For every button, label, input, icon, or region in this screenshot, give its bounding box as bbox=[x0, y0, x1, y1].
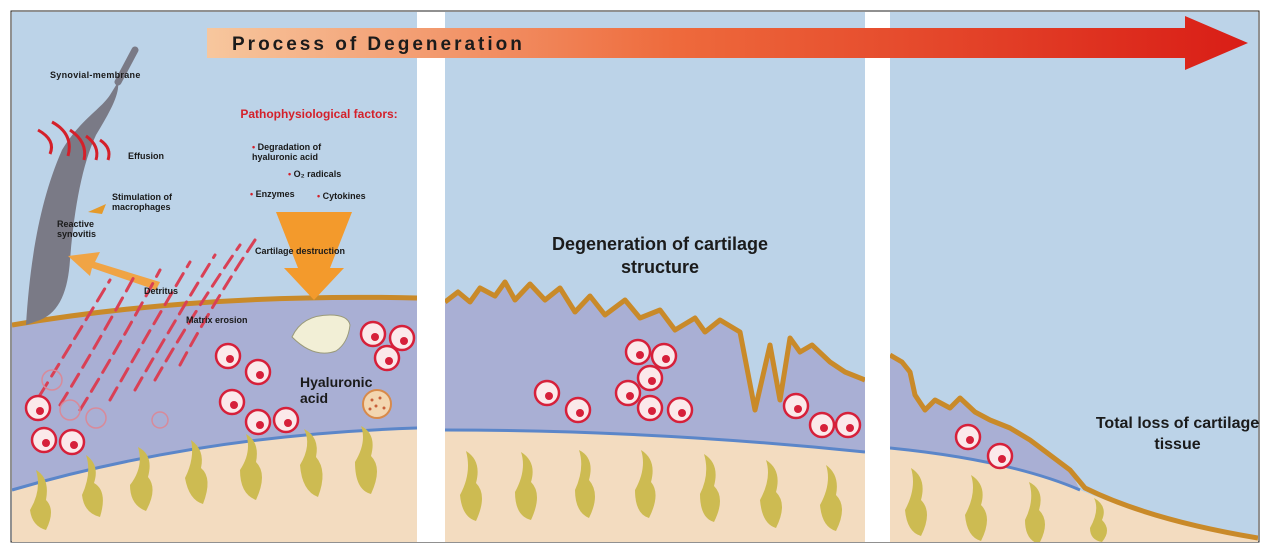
label-reactive-synovitis: Reactive synovitis bbox=[57, 220, 112, 240]
panel-1 bbox=[12, 12, 417, 542]
label-stimulation-macrophages: Stimulation of macrophages bbox=[112, 193, 202, 213]
label-degeneration-structure: Degeneration of cartilage structure bbox=[540, 233, 780, 280]
chondrocyte-nucleus bbox=[256, 421, 264, 429]
factor-cytokines: • Cytokines bbox=[317, 192, 366, 202]
label-matrix-erosion: Matrix erosion bbox=[186, 316, 248, 326]
label-hyaluronic-acid: Hyaluronic acid bbox=[300, 374, 370, 406]
chondrocyte-nucleus bbox=[576, 409, 584, 417]
chondrocyte-nucleus bbox=[230, 401, 238, 409]
chondrocyte-nucleus bbox=[794, 405, 802, 413]
chondrocyte-nucleus bbox=[284, 419, 292, 427]
chondrocyte-nucleus bbox=[998, 455, 1006, 463]
chondrocyte-nucleus bbox=[385, 357, 393, 365]
label-detritus: Detritus bbox=[144, 287, 178, 297]
chondrocyte-nucleus bbox=[36, 407, 44, 415]
label-cartilage-destruction: Cartilage destruction bbox=[255, 247, 345, 257]
chondrocyte-nucleus bbox=[678, 409, 686, 417]
chondrocyte-nucleus bbox=[820, 424, 828, 432]
chondrocyte-nucleus bbox=[966, 436, 974, 444]
chondrocyte-nucleus bbox=[400, 337, 408, 345]
chondrocyte-nucleus bbox=[648, 407, 656, 415]
panel-3 bbox=[890, 12, 1258, 544]
chondrocyte-nucleus bbox=[636, 351, 644, 359]
chondrocyte-nucleus bbox=[662, 355, 670, 363]
label-patho-title: Pathophysiological factors: bbox=[233, 108, 405, 121]
process-title: Process of Degeneration bbox=[232, 34, 525, 56]
chondrocyte-nucleus bbox=[70, 441, 78, 449]
chondrocyte-nucleus bbox=[256, 371, 264, 379]
chondrocyte-nucleus bbox=[545, 392, 553, 400]
separator-2 bbox=[865, 12, 890, 542]
label-synovial-membrane: Synovial-membrane bbox=[50, 71, 141, 81]
chondrocyte-nucleus bbox=[371, 333, 379, 341]
factor-o2-radicals: • O₂ radicals bbox=[288, 170, 341, 180]
chondrocyte-nucleus bbox=[846, 424, 854, 432]
label-effusion: Effusion bbox=[128, 152, 164, 162]
chondrocyte-nucleus bbox=[626, 392, 634, 400]
chondrocyte-nucleus bbox=[42, 439, 50, 447]
factor-enzymes: • Enzymes bbox=[250, 190, 295, 200]
label-total-loss: Total loss of cartilage tissue bbox=[1090, 414, 1265, 456]
chondrocyte-nucleus bbox=[226, 355, 234, 363]
chondrocyte-nucleus bbox=[648, 377, 656, 385]
separator-1 bbox=[417, 12, 445, 542]
factor-degradation: • Degradation of hyaluronic acid bbox=[252, 143, 362, 163]
